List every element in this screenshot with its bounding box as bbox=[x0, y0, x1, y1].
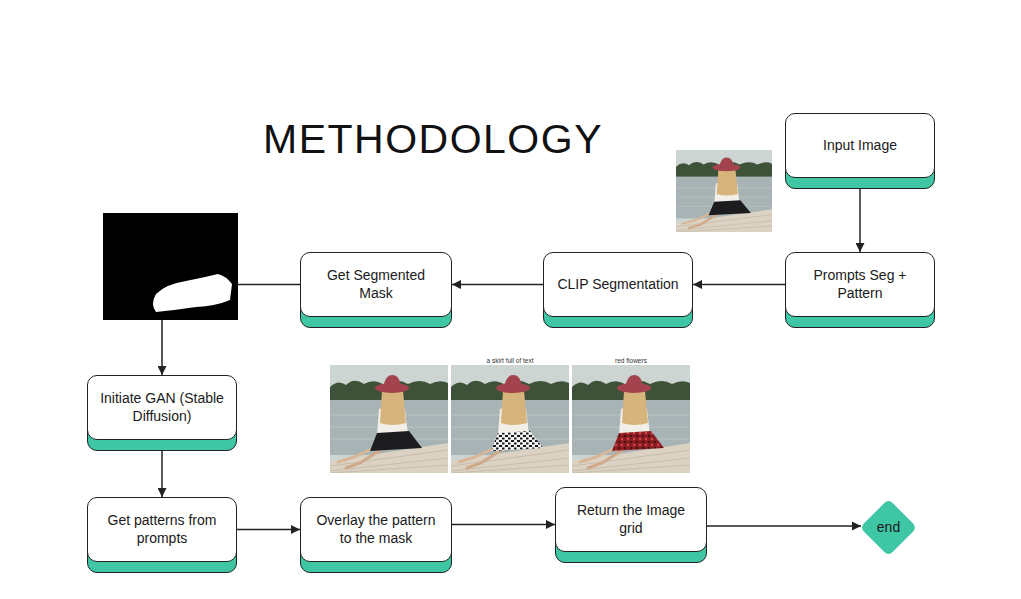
flow-arrow bbox=[237, 529, 300, 531]
process-box: Initiate GAN (Stable Diffusion) bbox=[87, 375, 237, 440]
node-text: Get Segmented Mask bbox=[312, 267, 440, 301]
flow-arrow bbox=[452, 284, 543, 286]
node-text: Initiate GAN (Stable Diffusion) bbox=[99, 390, 225, 424]
process-box: Return the Image grid bbox=[555, 487, 707, 552]
result-photo bbox=[572, 365, 690, 473]
diamond-shape bbox=[862, 501, 915, 554]
process-box: Overlay the pattern to the mask bbox=[300, 497, 452, 562]
node-text: Get patterns from prompts bbox=[99, 512, 225, 546]
mask-ground bbox=[103, 213, 238, 320]
photo-scene bbox=[451, 365, 569, 473]
node-text: Return the Image grid bbox=[567, 502, 695, 536]
process-box: Input Image bbox=[785, 113, 935, 178]
skirt bbox=[709, 200, 751, 215]
skirt bbox=[612, 431, 664, 451]
skirt bbox=[491, 431, 543, 451]
node-text: Overlay the pattern to the mask bbox=[312, 512, 440, 546]
photo-scene bbox=[330, 365, 448, 473]
photo-scene bbox=[676, 150, 772, 232]
terminator-diamond: end bbox=[861, 500, 916, 555]
segmentation-mask bbox=[103, 213, 238, 320]
process-box: CLIP Segmentation bbox=[543, 252, 693, 317]
image-caption: red flowers bbox=[572, 357, 690, 364]
diagram-title: METHODOLOGY bbox=[263, 119, 603, 160]
mask-region bbox=[153, 274, 232, 312]
node-text: Input Image bbox=[823, 137, 897, 154]
flow-arrow bbox=[859, 178, 861, 252]
node-text: end bbox=[877, 519, 900, 536]
node-text: CLIP Segmentation bbox=[557, 276, 678, 293]
node-text: Prompts Seg + Pattern bbox=[797, 267, 923, 301]
skirt bbox=[370, 431, 422, 451]
photo-scene bbox=[572, 365, 690, 473]
flow-arrow bbox=[452, 524, 555, 526]
process-box: Prompts Seg + Pattern bbox=[785, 252, 935, 317]
image-caption: a skirt full of text bbox=[451, 357, 569, 364]
input-photo bbox=[676, 150, 772, 232]
process-box: Get patterns from prompts bbox=[87, 497, 237, 562]
result-photo bbox=[330, 365, 448, 473]
process-box: Get Segmented Mask bbox=[300, 252, 452, 317]
result-photo bbox=[451, 365, 569, 473]
flow-arrow bbox=[693, 284, 785, 286]
flow-arrow bbox=[707, 525, 861, 527]
